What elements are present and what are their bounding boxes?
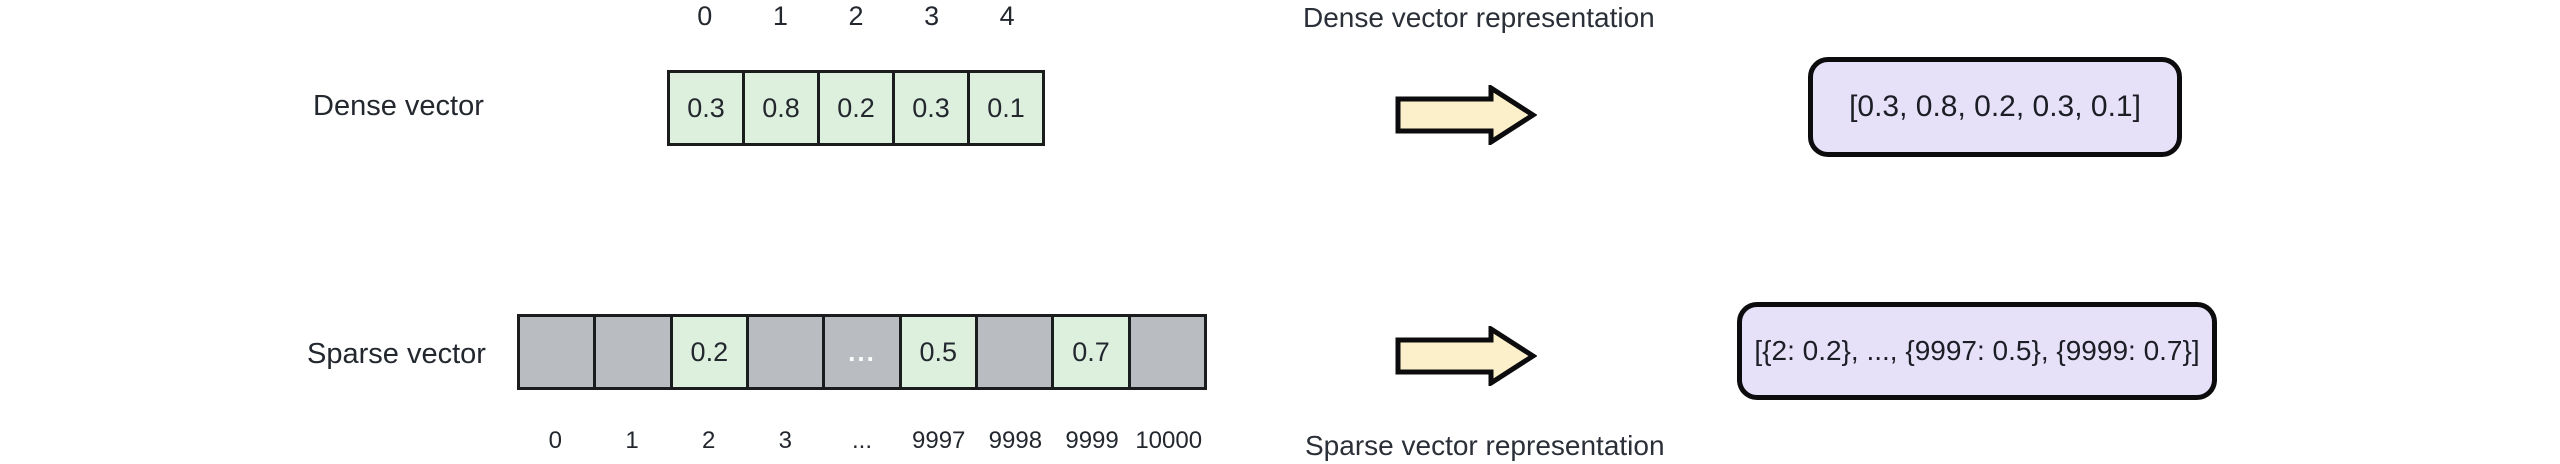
dense-index: 4 bbox=[999, 1, 1015, 31]
dense-representation-text: [0.3, 0.8, 0.2, 0.3, 0.1] bbox=[1849, 90, 2141, 123]
dense-representation-box: [0.3, 0.8, 0.2, 0.3, 0.1] bbox=[1808, 57, 2182, 157]
sparse-index: 10000 bbox=[1135, 427, 1203, 454]
sparse-index: 9999 bbox=[1065, 427, 1119, 454]
sparse-cell: ... bbox=[825, 317, 902, 387]
sparse-cell: 0.7 bbox=[1054, 317, 1131, 387]
sparse-cell: 0.2 bbox=[672, 317, 749, 387]
dense-cell: 0.8 bbox=[745, 73, 820, 143]
sparse-index: ... bbox=[852, 427, 873, 454]
sparse-index: 9997 bbox=[912, 427, 966, 454]
sparse-representation-text: [{2: 0.2}, ..., {9997: 0.5}, {9999: 0.7}… bbox=[1754, 335, 2200, 366]
dense-vector-label: Dense vector bbox=[313, 90, 484, 122]
dense-index: 2 bbox=[848, 1, 864, 31]
dense-cell: 0.3 bbox=[670, 73, 745, 143]
sparse-vector-label: Sparse vector bbox=[307, 338, 486, 370]
sparse-representation-title: Sparse vector representation bbox=[1305, 430, 1665, 461]
dense-index: 0 bbox=[697, 1, 713, 31]
sparse-vector-cells: 0.2 ... 0.5 0.7 bbox=[517, 314, 1207, 390]
dense-vector-cells: 0.3 0.8 0.2 0.3 0.1 bbox=[667, 70, 1045, 146]
right-arrow-icon bbox=[1395, 85, 1537, 145]
sparse-index: 2 bbox=[702, 427, 716, 454]
sparse-index: 9998 bbox=[988, 427, 1043, 454]
dense-index: 1 bbox=[772, 1, 788, 31]
dense-representation-title: Dense vector representation bbox=[1303, 2, 1655, 33]
sparse-cell-value: 0.7 bbox=[1072, 336, 1110, 367]
dense-index: 3 bbox=[924, 1, 940, 31]
sparse-index: 0 bbox=[548, 427, 563, 454]
sparse-cell bbox=[596, 317, 673, 387]
dense-cell: 0.1 bbox=[970, 73, 1042, 143]
sparse-representation-box: [{2: 0.2}, ..., {9997: 0.5}, {9999: 0.7}… bbox=[1737, 302, 2217, 400]
sparse-index: 3 bbox=[778, 427, 793, 454]
sparse-index-row: 0 1 2 3 ... 9997 9998 9999 10000 bbox=[517, 427, 1207, 455]
sparse-cell bbox=[1130, 317, 1204, 387]
sparse-index: 1 bbox=[625, 427, 639, 454]
sparse-cell: 0.5 bbox=[901, 317, 978, 387]
right-arrow-icon bbox=[1395, 326, 1537, 386]
dense-cell: 0.2 bbox=[820, 73, 895, 143]
dense-index-row: 0 1 2 3 4 bbox=[667, 1, 1045, 32]
dense-cell: 0.3 bbox=[895, 73, 970, 143]
sparse-cell-value: 0.5 bbox=[919, 336, 958, 367]
sparse-cell-ellipsis: ... bbox=[848, 336, 876, 367]
sparse-cell bbox=[748, 317, 826, 387]
sparse-cell-value: 0.2 bbox=[690, 336, 729, 367]
sparse-cell bbox=[977, 317, 1055, 387]
sparse-cell bbox=[520, 317, 597, 387]
